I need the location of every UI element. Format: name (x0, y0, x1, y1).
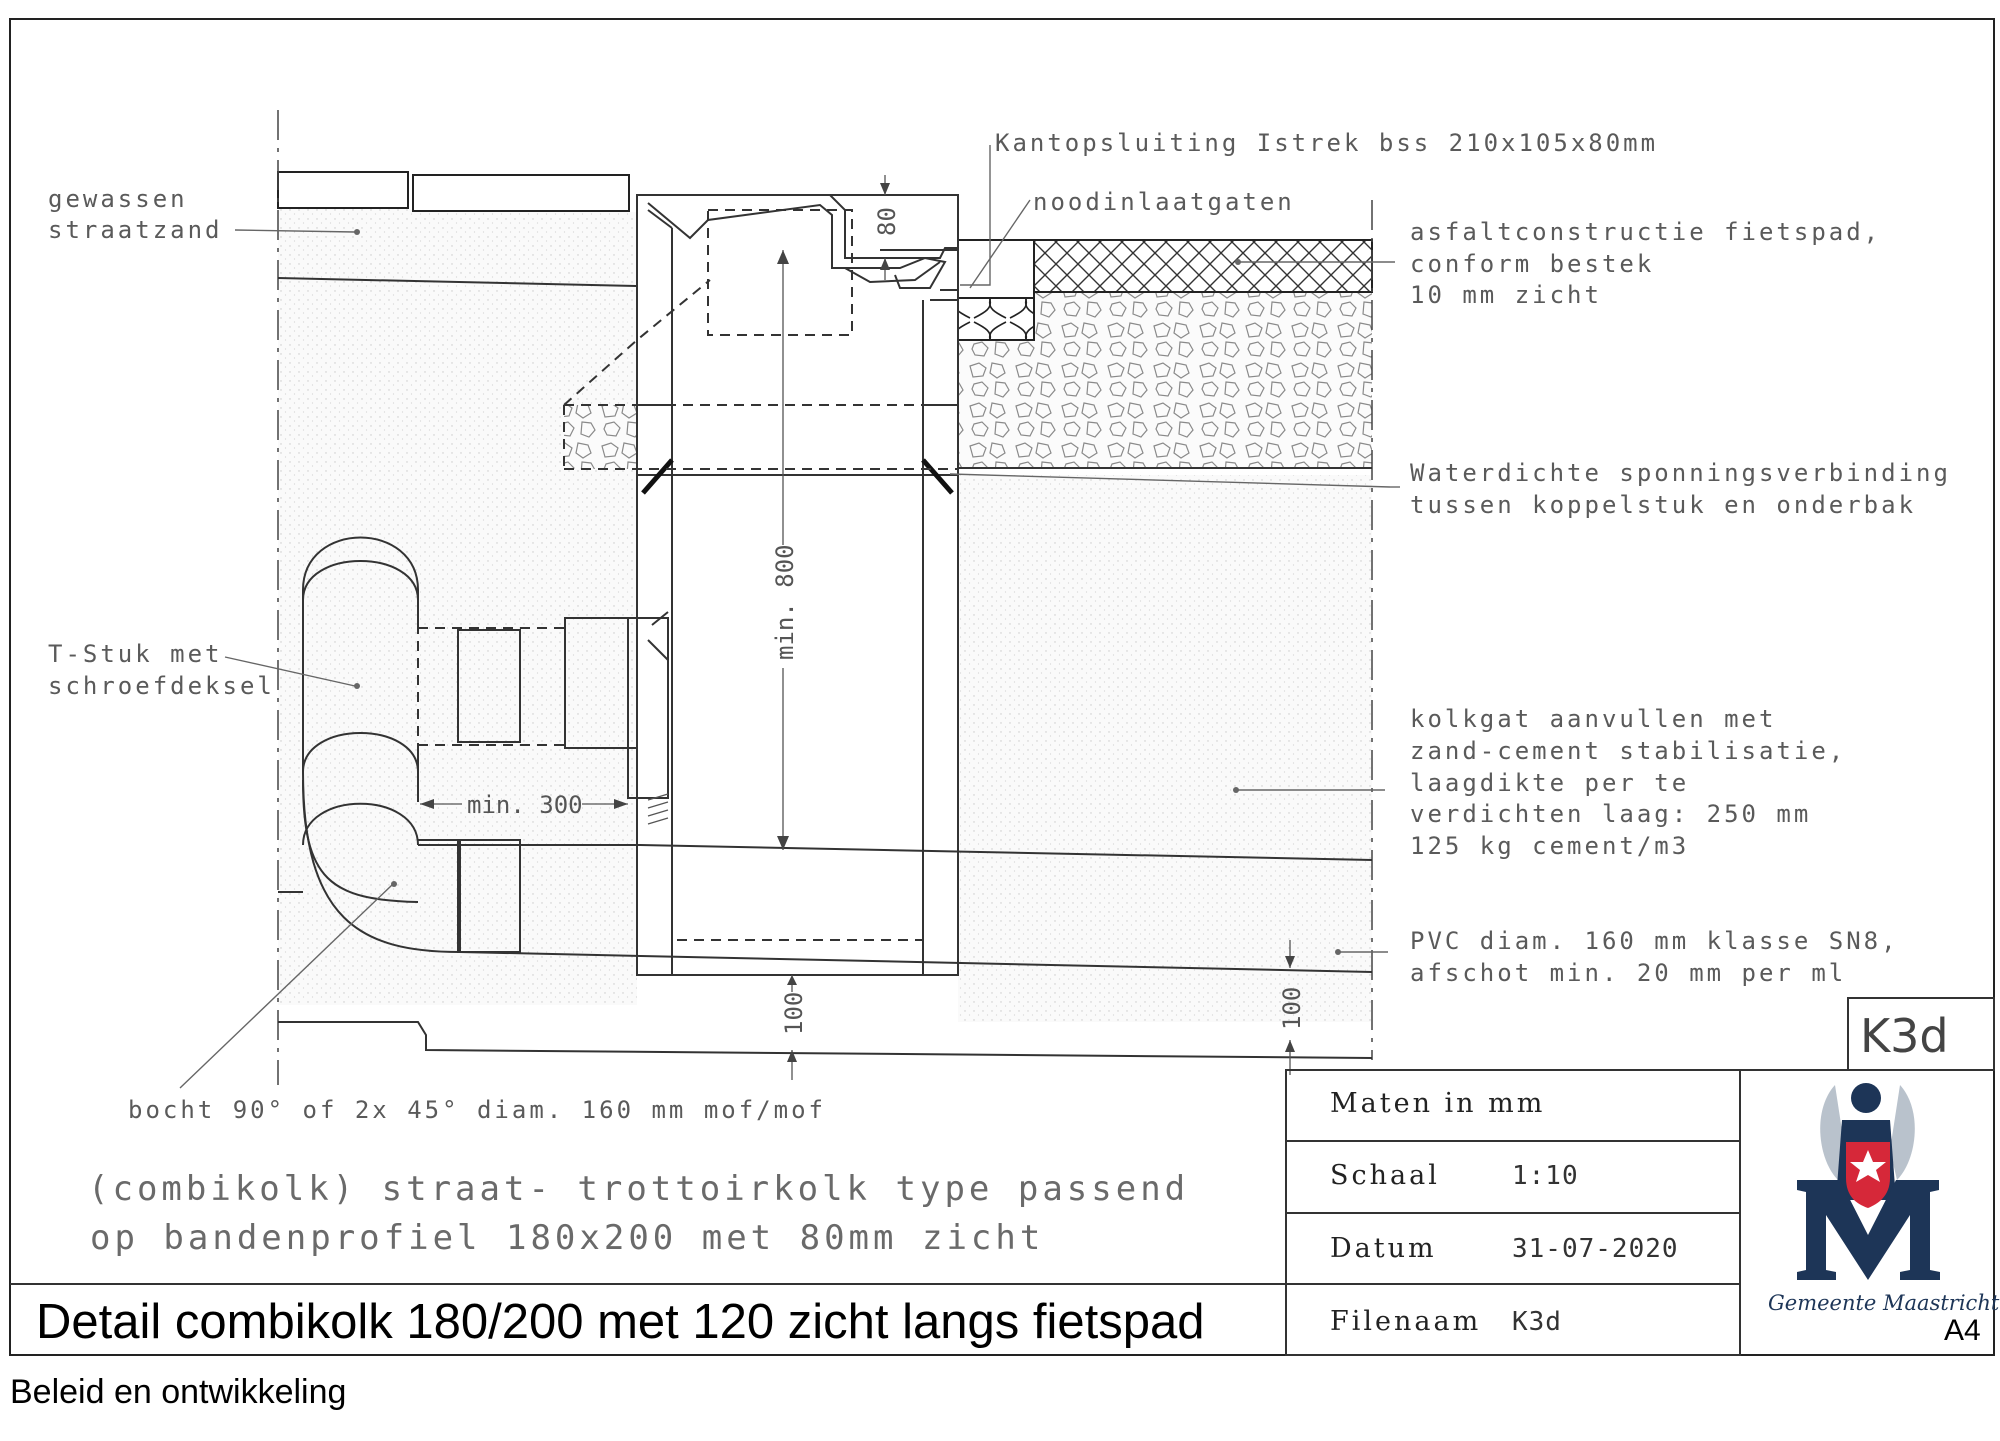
filename-value: K3d (1512, 1307, 1562, 1337)
dim-100-right-label: 100 (1278, 987, 1306, 1030)
edge-block-foundation (957, 297, 1035, 341)
kerb (957, 239, 1035, 299)
drawing-code: K3d (1860, 1009, 1949, 1063)
scale-label: Schaal (1330, 1160, 1440, 1191)
leader-lines (179, 145, 1400, 1089)
label-kantopsluiting: Kantopsluiting Istrek bss 210x105x80mm (995, 129, 1658, 157)
units-note: Maten in mm (1330, 1088, 1545, 1119)
asphalt-layer (1033, 239, 1373, 293)
date-label: Datum (1330, 1233, 1437, 1264)
label-tstuk-1: T-Stuk met (48, 640, 223, 668)
label-kolkgat-1: kolkgat aanvullen met (1410, 705, 1776, 733)
title-block (10, 997, 1995, 1356)
description-line-1: (combikolk) straat- trottoirkolk type pa… (88, 1169, 1189, 1209)
label-straatzand: straatzand (48, 216, 223, 244)
label-kolkgat-2: zand-cement stabilisatie, (1410, 737, 1846, 765)
label-asfalt-2: conform bestek (1410, 250, 1654, 278)
label-waterdicht-1: Waterdichte sponningsverbinding (1410, 459, 1951, 487)
label-noodinlaatgaten: noodinlaatgaten (1033, 188, 1295, 216)
dim-100-left-label: 100 (780, 992, 808, 1035)
label-pvc-2: afschot min. 20 mm per ml (1410, 959, 1846, 987)
label-bocht: bocht 90° of 2x 45° diam. 160 mm mof/mof (128, 1096, 826, 1124)
label-gewassen: gewassen (48, 185, 188, 213)
gemeente-maastricht-logo (1797, 1083, 1940, 1280)
drawing (277, 110, 1373, 1085)
label-tstuk-2: schroefdeksel (48, 672, 275, 700)
label-waterdicht-2: tussen koppelstuk en onderbak (1410, 491, 1916, 519)
dim-80-label: 80 (873, 207, 901, 236)
star-icon (1850, 1150, 1886, 1182)
dim-300-label: min. 300 (467, 791, 583, 819)
municipality-name: Gemeente Maastricht (1768, 1291, 2000, 1315)
label-kolkgat-5: 125 kg cement/m3 (1410, 832, 1689, 860)
label-kolkgat-4: verdichten laag: 250 mm (1410, 800, 1811, 828)
dim-800-label: min. 800 (771, 544, 799, 660)
paving-stone (412, 174, 630, 212)
pipe-bend (278, 732, 1373, 973)
gully-grate (637, 194, 959, 320)
footer-department: Beleid en ontwikkeling (10, 1373, 346, 1411)
foundation-line (278, 1021, 1373, 1059)
paper-format: A4 (1944, 1314, 1981, 1347)
soil-fill-right (958, 475, 1372, 1022)
label-pvc-1: PVC diam. 160 mm klasse SN8, (1410, 927, 1899, 955)
dimension-lines: 80 min. 800 min. 300 100 100 (420, 175, 1306, 1080)
gravel-left (564, 405, 637, 469)
filename-label: Filenaam (1330, 1306, 1481, 1337)
label-asfalt-3: 10 mm zicht (1410, 281, 1602, 309)
top-sand (278, 208, 637, 286)
label-kolkgat-3: laagdikte per te (1410, 769, 1689, 797)
label-asfalt-1: asfaltconstructie fietspad, (1410, 218, 1881, 246)
paving-stone (277, 171, 409, 209)
date-value: 31-07-2020 (1512, 1234, 1679, 1264)
description-line-2: op bandenprofiel 180x200 met 80mm zicht (90, 1218, 1044, 1258)
sheet-frame (9, 18, 1995, 1356)
drawing-title: Detail combikolk 180/200 met 120 zicht l… (36, 1295, 1205, 1349)
scale-value: 1:10 (1512, 1161, 1579, 1191)
